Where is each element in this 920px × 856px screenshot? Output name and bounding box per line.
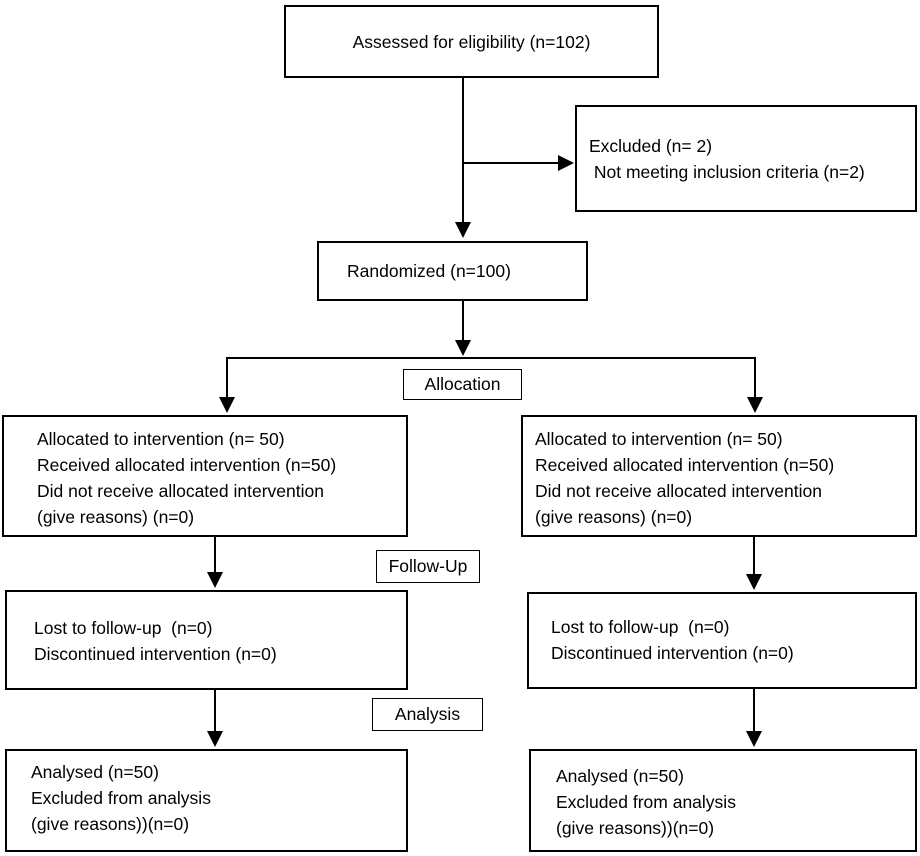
box-followup-left: Lost to follow-up (n=0) Discontinued int… bbox=[5, 590, 408, 690]
arrow-allocation-to-followup-left-line bbox=[214, 537, 216, 574]
branch-horizontal-line bbox=[226, 357, 756, 359]
box-allocation-right-line-4: (give reasons) (n=0) bbox=[535, 507, 693, 527]
box-allocation-left-line-1: Allocated to intervention (n= 50) bbox=[37, 429, 285, 449]
stage-label-followup-text: Follow-Up bbox=[388, 556, 468, 576]
arrow-allocation-to-followup-right-line bbox=[753, 537, 755, 576]
box-excluded-line-1: Excluded (n= 2) bbox=[589, 135, 713, 156]
stage-label-followup: Follow-Up bbox=[376, 550, 480, 583]
arrow-eligibility-to-randomized-head bbox=[455, 222, 471, 238]
box-followup-right-line-1: Lost to follow-up (n=0) bbox=[551, 617, 730, 637]
box-randomized-text: Randomized (n=100) bbox=[347, 261, 511, 281]
arrow-to-excluded-line bbox=[464, 162, 560, 164]
box-allocation-left-line-3: Did not receive allocated intervention bbox=[37, 481, 324, 501]
box-analysis-right-line-1: Analysed (n=50) bbox=[556, 766, 684, 786]
box-analysis-left-line-1: Analysed (n=50) bbox=[31, 762, 159, 782]
arrow-allocation-to-followup-right-head bbox=[746, 574, 762, 590]
arrow-branch-to-allocation-right-line bbox=[754, 357, 756, 399]
arrow-randomized-to-branch-line bbox=[462, 301, 464, 342]
box-analysis-right: Analysed (n=50) Excluded from analysis (… bbox=[529, 749, 917, 852]
box-analysis-left-line-3: (give reasons))(n=0) bbox=[31, 814, 190, 834]
box-allocation-left-line-4: (give reasons) (n=0) bbox=[37, 507, 195, 527]
box-allocation-left: Allocated to intervention (n= 50) Receiv… bbox=[2, 415, 408, 537]
stage-label-allocation-text: Allocation bbox=[424, 374, 501, 394]
arrow-branch-to-allocation-right-head bbox=[747, 397, 763, 413]
arrow-branch-to-allocation-left-head bbox=[219, 397, 235, 413]
box-allocation-right: Allocated to intervention (n= 50) Receiv… bbox=[521, 415, 917, 537]
box-allocation-right-line-1: Allocated to intervention (n= 50) bbox=[535, 429, 783, 449]
arrow-followup-to-analysis-right-head bbox=[746, 731, 762, 747]
box-excluded-line-2: Not meeting inclusion criteria (n=2) bbox=[589, 161, 865, 182]
arrow-followup-to-analysis-right-line bbox=[753, 689, 755, 733]
box-followup-left-line-2: Discontinued intervention (n=0) bbox=[34, 644, 277, 664]
arrow-randomized-to-branch-head bbox=[455, 340, 471, 356]
stage-label-analysis-text: Analysis bbox=[394, 704, 461, 724]
arrow-followup-to-analysis-left-head bbox=[207, 731, 223, 747]
box-analysis-left: Analysed (n=50) Excluded from analysis (… bbox=[5, 749, 408, 852]
box-analysis-right-line-2: Excluded from analysis bbox=[556, 792, 736, 812]
arrow-branch-to-allocation-left-line bbox=[226, 357, 228, 399]
arrow-followup-to-analysis-left-line bbox=[214, 690, 216, 733]
box-followup-right: Lost to follow-up (n=0) Discontinued int… bbox=[527, 592, 917, 689]
stage-label-analysis: Analysis bbox=[372, 698, 483, 731]
box-analysis-left-line-2: Excluded from analysis bbox=[31, 788, 211, 808]
box-followup-left-line-1: Lost to follow-up (n=0) bbox=[34, 618, 213, 638]
arrow-eligibility-to-randomized-line bbox=[462, 78, 464, 224]
box-assessed-eligibility: Assessed for eligibility (n=102) bbox=[284, 5, 659, 78]
box-excluded: Excluded (n= 2) Not meeting inclusion cr… bbox=[575, 105, 917, 212]
stage-label-allocation: Allocation bbox=[403, 369, 522, 400]
arrow-allocation-to-followup-left-head bbox=[207, 572, 223, 588]
box-assessed-eligibility-text: Assessed for eligibility (n=102) bbox=[352, 31, 591, 52]
arrow-to-excluded-head bbox=[558, 155, 574, 171]
box-allocation-right-line-2: Received allocated intervention (n=50) bbox=[535, 455, 835, 475]
box-allocation-left-line-2: Received allocated intervention (n=50) bbox=[37, 455, 337, 475]
box-randomized: Randomized (n=100) bbox=[317, 241, 588, 301]
box-allocation-right-line-3: Did not receive allocated intervention bbox=[535, 481, 822, 501]
box-followup-right-line-2: Discontinued intervention (n=0) bbox=[551, 643, 794, 663]
box-analysis-right-line-3: (give reasons))(n=0) bbox=[556, 818, 715, 838]
